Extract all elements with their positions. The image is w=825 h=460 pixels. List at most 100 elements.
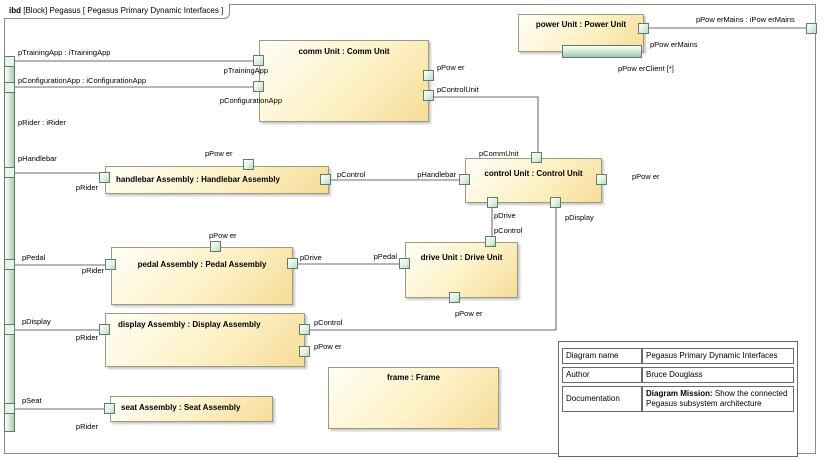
block-seat-assembly[interactable]: seat Assembly : Seat Assembly xyxy=(110,396,273,422)
block-name-display-assembly: display Assembly : Display Assembly xyxy=(118,320,261,329)
port-label-drive-pedal: pPedal xyxy=(373,252,397,261)
block-control-unit[interactable]: control Unit : Control Unit xyxy=(465,158,602,203)
port-seat-rider[interactable] xyxy=(104,403,115,414)
port-label-comm-training: pTrainingApp xyxy=(223,66,268,75)
info-value-author: Bruce Douglass xyxy=(642,367,794,383)
port-power-mains[interactable] xyxy=(638,23,649,34)
info-key-author: Author xyxy=(562,367,642,383)
connector-display-control[interactable] xyxy=(310,203,557,331)
port-cu-power[interactable] xyxy=(596,174,607,185)
block-name-pedal-assembly: pedal Assembly : Pedal Assembly xyxy=(137,260,267,269)
port-pedal-power[interactable] xyxy=(210,241,221,252)
block-name-control-unit: control Unit : Control Unit xyxy=(484,169,583,178)
port-comm-control[interactable] xyxy=(423,90,434,101)
port-hb-rider[interactable] xyxy=(99,172,110,183)
block-name-power-unit: power Unit : Power Unit xyxy=(535,20,627,29)
frame-port-handlebar[interactable] xyxy=(4,167,15,178)
diagram-frame-title: ibd [Block] Pegasus [ Pegasus Primary Dy… xyxy=(4,4,231,19)
port-label-cu-comm: pCommUnit xyxy=(479,149,519,158)
port-label-frame-pedal: pPedal xyxy=(22,253,46,262)
frame-kind: ibd xyxy=(9,6,21,15)
port-hb-power[interactable] xyxy=(243,159,254,170)
port-label-frame-seat: pSeat xyxy=(22,396,42,405)
port-drive-power[interactable] xyxy=(449,292,460,303)
frame-title-text: [Block] Pegasus [ Pegasus Primary Dynami… xyxy=(23,6,224,15)
block-name-handlebar-assembly: handlebar Assembly : Handlebar Assembly xyxy=(116,175,280,184)
block-name-comm-unit: comm Unit : Comm Unit xyxy=(298,47,390,56)
port-label-frame-training: pTrainingApp : iTrainingApp xyxy=(18,48,111,57)
port-label-hb-rider: pRider xyxy=(75,183,98,192)
info-key-documentation: Documentation xyxy=(562,386,642,412)
frame-port-seat[interactable] xyxy=(4,403,15,414)
info-value-documentation: Diagram Mission: Show the connected Pega… xyxy=(642,386,794,412)
port-label-seat-rider: pRider xyxy=(75,422,98,431)
port-label-frame-powermains: pPow erMains : iPow erMains xyxy=(696,15,795,24)
port-pedal-rider[interactable] xyxy=(105,259,116,270)
frame-port-training[interactable] xyxy=(4,56,15,67)
port-label-comm-control: pControlUnit xyxy=(437,85,479,94)
port-comm-configuration[interactable] xyxy=(253,81,264,92)
block-frame[interactable]: frame : Frame xyxy=(328,367,499,429)
port-hb-control[interactable] xyxy=(320,174,331,185)
port-cu-comm[interactable] xyxy=(531,152,542,163)
port-label-power-mains: pPow erMains xyxy=(650,40,698,49)
port-label-frame-rider: pRider : iRider xyxy=(18,118,66,127)
port-label-pedal-drive: pDrive xyxy=(300,253,322,262)
port-label-hb-control: pControl xyxy=(337,170,366,179)
port-label-drive-control: pControl xyxy=(494,226,523,235)
frame-rider-port-strip[interactable] xyxy=(4,60,15,432)
doc-mission-text: Show the connected Pegasus subsystem arc… xyxy=(646,389,788,408)
frame-port-pedal[interactable] xyxy=(4,259,15,270)
block-handlebar-assembly[interactable]: handlebar Assembly : Handlebar Assembly xyxy=(105,166,329,194)
block-name-frame: frame : Frame xyxy=(387,373,440,382)
port-label-cu-drive: pDrive xyxy=(494,211,516,220)
block-drive-unit[interactable]: drive Unit : Drive Unit xyxy=(405,242,518,298)
port-cu-handlebar[interactable] xyxy=(459,174,470,185)
port-label-frame-configuration: pConfigurationApp : iConfigurationApp xyxy=(18,76,147,85)
port-label-cu-power: pPow er xyxy=(632,172,660,181)
port-comm-power[interactable] xyxy=(423,70,434,81)
info-row-documentation: Documentation Diagram Mission: Show the … xyxy=(562,386,794,412)
port-cu-display[interactable] xyxy=(550,197,561,208)
port-label-hb-power: pPow er xyxy=(205,149,233,158)
port-label-cu-handlebar: pHandlebar xyxy=(417,170,456,179)
port-display-power[interactable] xyxy=(299,346,310,357)
block-name-drive-unit: drive Unit : Drive Unit xyxy=(420,253,503,262)
port-label-drive-power: pPow er xyxy=(455,309,483,318)
info-key-name: Diagram name xyxy=(562,348,642,364)
port-label-display-rider: pRider xyxy=(75,333,98,342)
port-label-display-control: pControl xyxy=(314,318,343,327)
block-display-assembly[interactable]: display Assembly : Display Assembly xyxy=(105,313,305,367)
block-name-seat-assembly: seat Assembly : Seat Assembly xyxy=(121,403,241,412)
frame-port-display[interactable] xyxy=(4,324,15,335)
port-pedal-drive[interactable] xyxy=(287,258,298,269)
block-pedal-assembly[interactable]: pedal Assembly : Pedal Assembly xyxy=(111,247,293,305)
port-display-rider[interactable] xyxy=(99,324,110,335)
info-row-name: Diagram name Pegasus Primary Dynamic Int… xyxy=(562,348,794,364)
info-value-name: Pegasus Primary Dynamic Interfaces xyxy=(642,348,794,364)
port-label-cu-display: pDisplay xyxy=(565,213,594,222)
doc-mission-label: Diagram Mission: xyxy=(646,389,713,398)
port-label-power-client: pPow erClient [*] xyxy=(618,64,674,73)
info-row-author: Author Bruce Douglass xyxy=(562,367,794,383)
port-drive-control[interactable] xyxy=(485,236,496,247)
port-label-display-power: pPow er xyxy=(314,342,342,351)
frame-port-powermains[interactable] xyxy=(806,23,817,34)
port-label-comm-power: pPow er xyxy=(437,63,465,72)
connector-comm-control[interactable] xyxy=(433,96,539,155)
frame-port-configuration[interactable] xyxy=(4,82,15,93)
port-drive-pedal[interactable] xyxy=(399,258,410,269)
port-label-pedal-rider: pRider xyxy=(81,266,104,275)
port-label-frame-display: pDisplay xyxy=(22,317,51,326)
port-label-comm-configuration: pConfigurationApp xyxy=(219,96,282,105)
port-label-frame-handlebar: pHandlebar xyxy=(18,154,57,163)
port-comm-training[interactable] xyxy=(253,55,264,66)
block-comm-unit[interactable]: comm Unit : Comm Unit xyxy=(259,40,429,122)
port-power-client[interactable] xyxy=(562,45,642,58)
port-cu-drive[interactable] xyxy=(487,197,498,208)
diagram-info-table: Diagram name Pegasus Primary Dynamic Int… xyxy=(558,341,798,457)
port-label-pedal-power: pPow er xyxy=(209,231,237,240)
port-display-control[interactable] xyxy=(299,324,310,335)
